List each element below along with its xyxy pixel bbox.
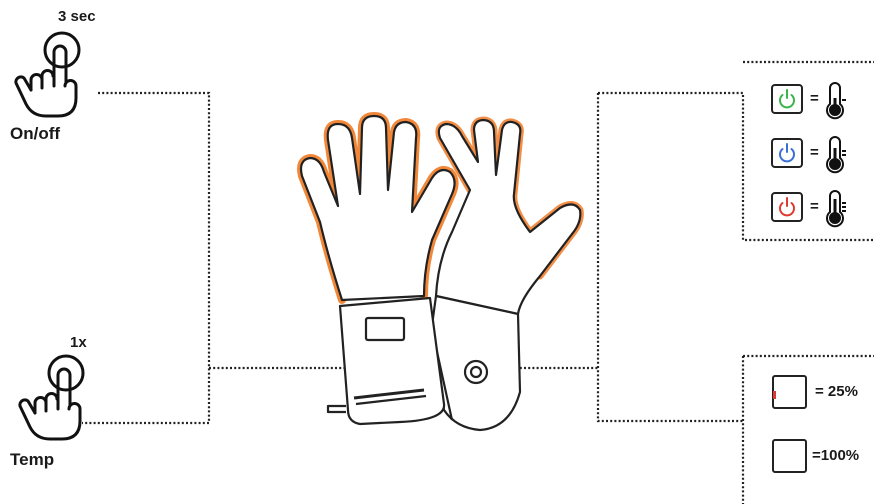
temp-label: Temp bbox=[10, 450, 54, 470]
onoff-label: On/off bbox=[10, 124, 60, 144]
battery-100-label: =100% bbox=[812, 447, 859, 464]
temp-legend-row-medium bbox=[772, 137, 846, 172]
thermometer-low-icon bbox=[827, 83, 846, 118]
temp-legend-equals-high: = bbox=[810, 198, 819, 215]
temp-legend-row-low bbox=[772, 83, 846, 118]
heated-gloves-illustration bbox=[301, 116, 580, 430]
temp-legend-row-high bbox=[772, 191, 846, 226]
battery-indicator-25 bbox=[773, 391, 776, 399]
temp-legend-equals-low: = bbox=[810, 90, 819, 107]
thermometer-high-icon bbox=[827, 191, 846, 226]
thermometer-medium-icon bbox=[827, 137, 846, 172]
onoff-duration-label: 3 sec bbox=[58, 8, 96, 25]
battery-box-100 bbox=[773, 440, 806, 472]
battery-legend bbox=[773, 376, 806, 472]
temp-count-label: 1x bbox=[70, 334, 87, 351]
temp-legend bbox=[772, 83, 846, 226]
tap-hand-icon-onoff bbox=[16, 33, 79, 116]
temp-legend-equals-medium: = bbox=[810, 144, 819, 161]
battery-box-25 bbox=[773, 376, 806, 408]
battery-25-label: = 25% bbox=[815, 383, 858, 400]
tap-hand-icon-temp bbox=[20, 356, 83, 439]
